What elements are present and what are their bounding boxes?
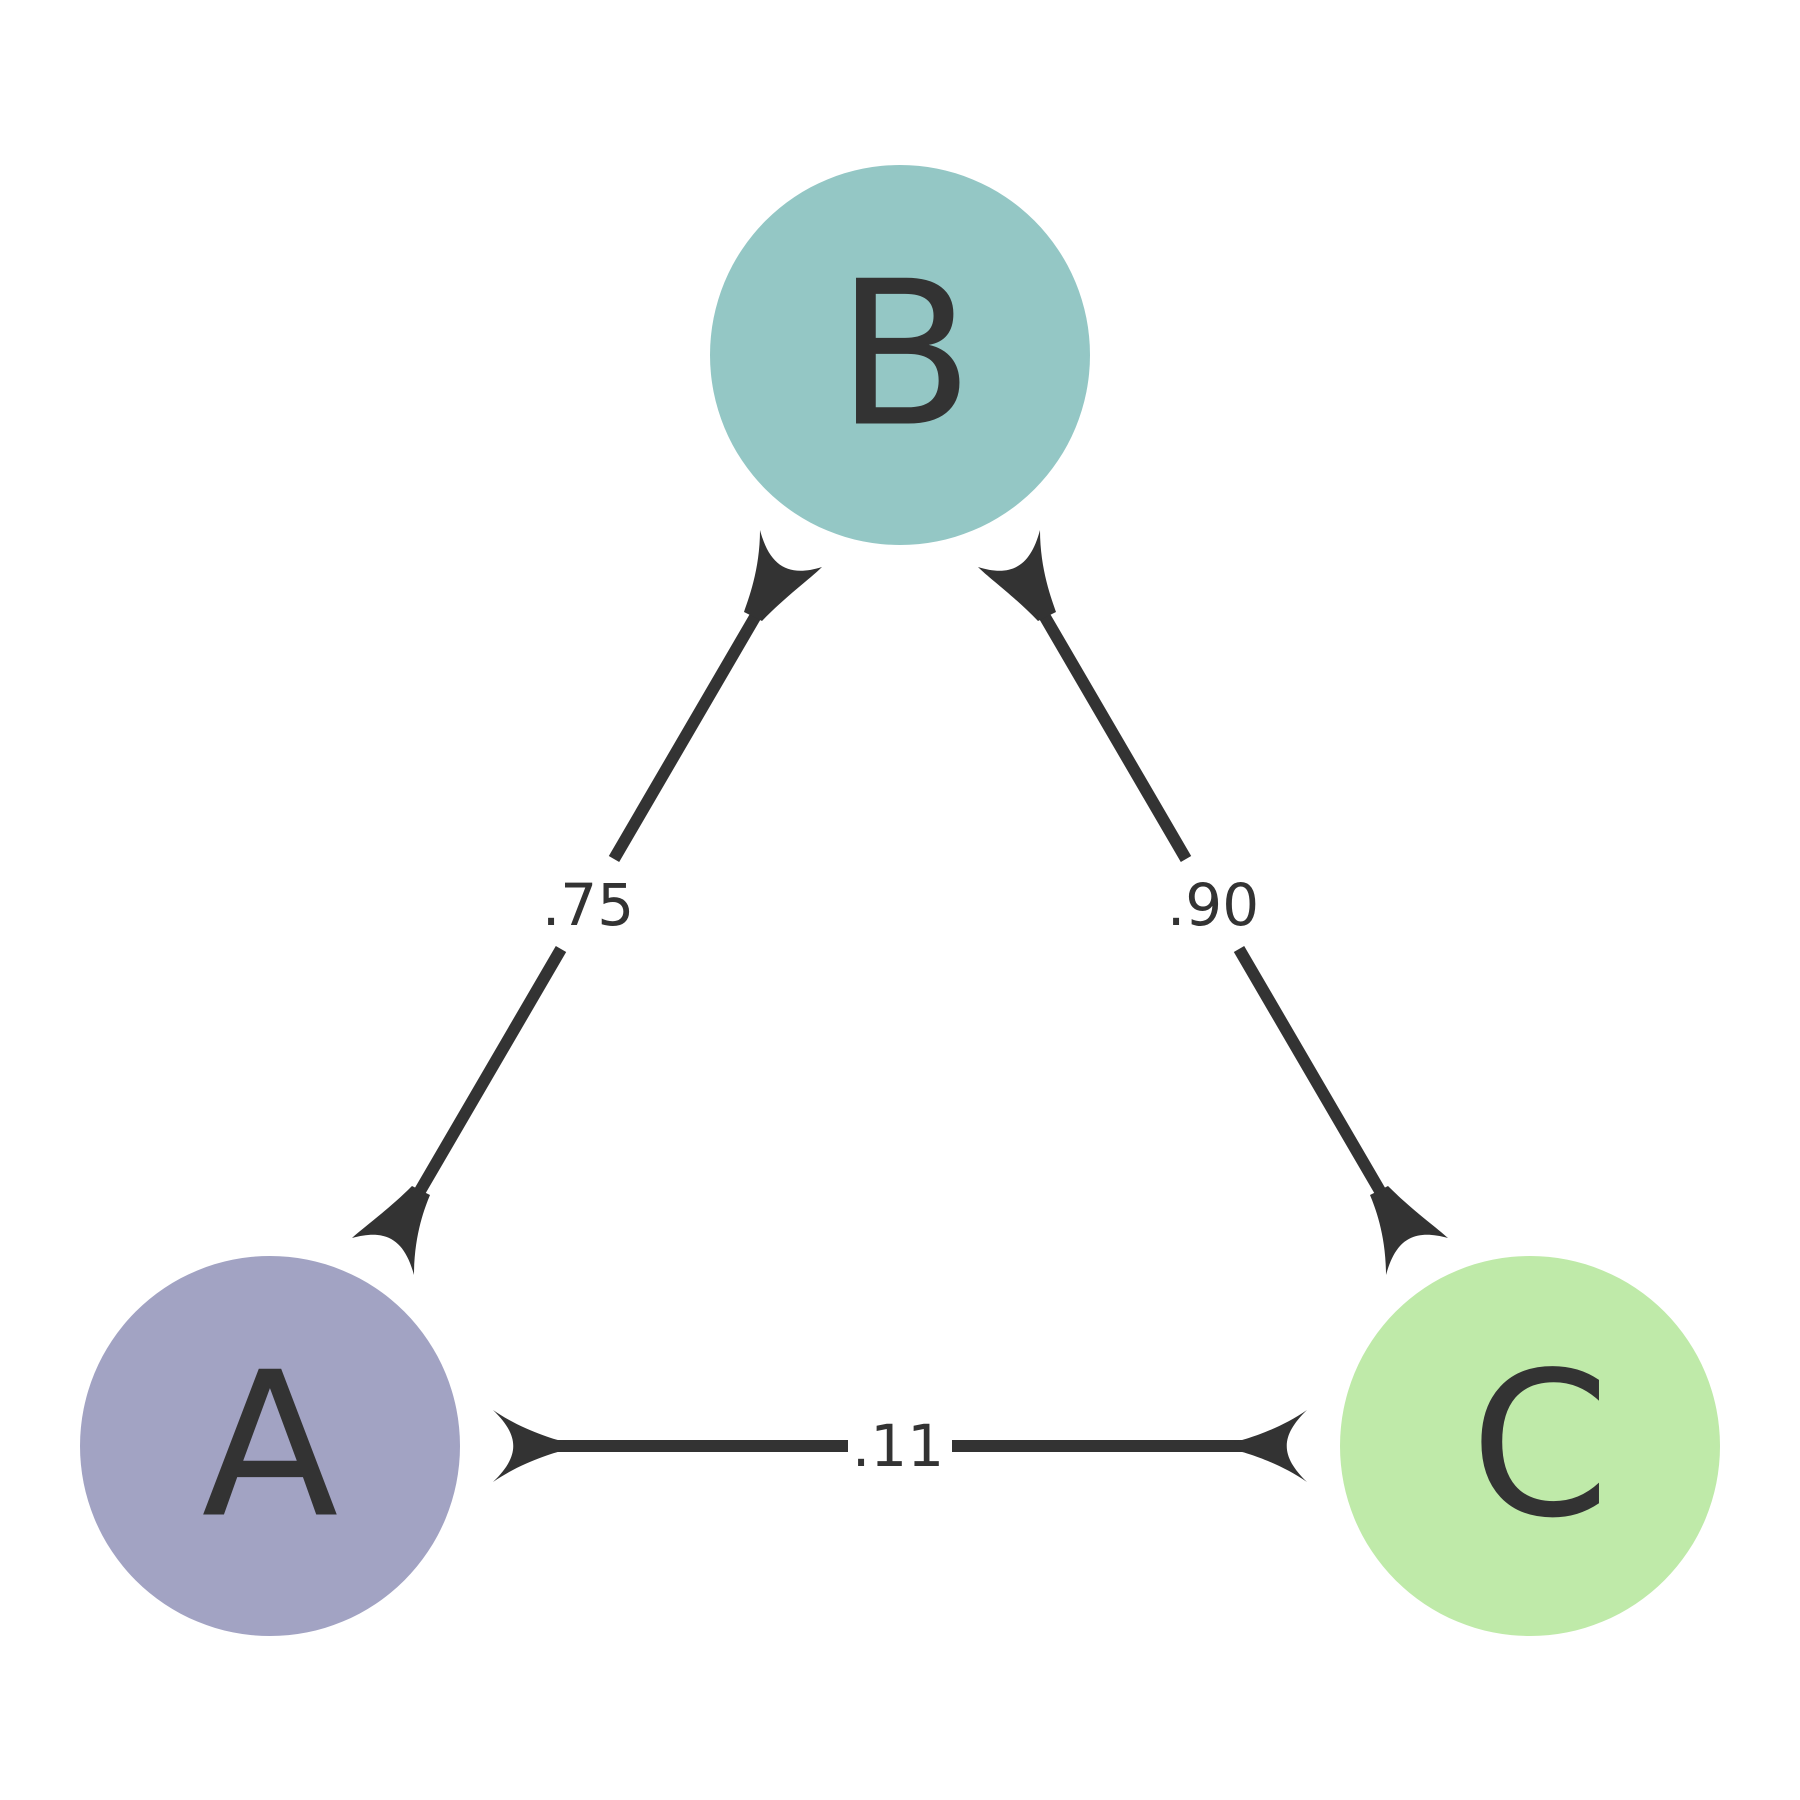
node-b: B [710, 165, 1090, 545]
arrowhead-to-c-from-a [1234, 1410, 1307, 1482]
arrowhead-to-a [352, 1186, 430, 1275]
edge-a-b-label: .75 [542, 871, 634, 939]
node-c-label: C [1470, 1330, 1610, 1563]
edge-b-c: .90 [978, 530, 1448, 1275]
node-c-circle [1340, 1256, 1720, 1636]
edge-b-c-line-upper [1032, 601, 1192, 863]
edge-b-c-label: .90 [1167, 871, 1259, 939]
edge-a-b-label-bg [542, 868, 632, 938]
arrowhead-to-b-from-c [978, 530, 1056, 621]
edge-a-b-line-lower [407, 945, 567, 1207]
edge-a-c-label: .11 [852, 1412, 944, 1480]
node-a-circle [80, 1256, 460, 1636]
edge-a-b: .75 [352, 530, 822, 1275]
edge-a-c: .11 [493, 1410, 1307, 1482]
node-a: A [80, 1256, 460, 1636]
arrowhead-to-c-from-b [1370, 1186, 1448, 1275]
edge-b-c-label-bg [1168, 868, 1258, 938]
edge-b-c-line-lower [1233, 945, 1393, 1207]
node-c: C [1340, 1256, 1720, 1636]
node-b-label: B [836, 239, 973, 472]
node-a-label: A [202, 1330, 339, 1563]
node-b-circle [710, 165, 1090, 545]
edge-a-b-line-upper [608, 601, 768, 863]
arrowhead-to-b [744, 530, 822, 621]
arrowhead-to-a-from-c [493, 1410, 566, 1482]
